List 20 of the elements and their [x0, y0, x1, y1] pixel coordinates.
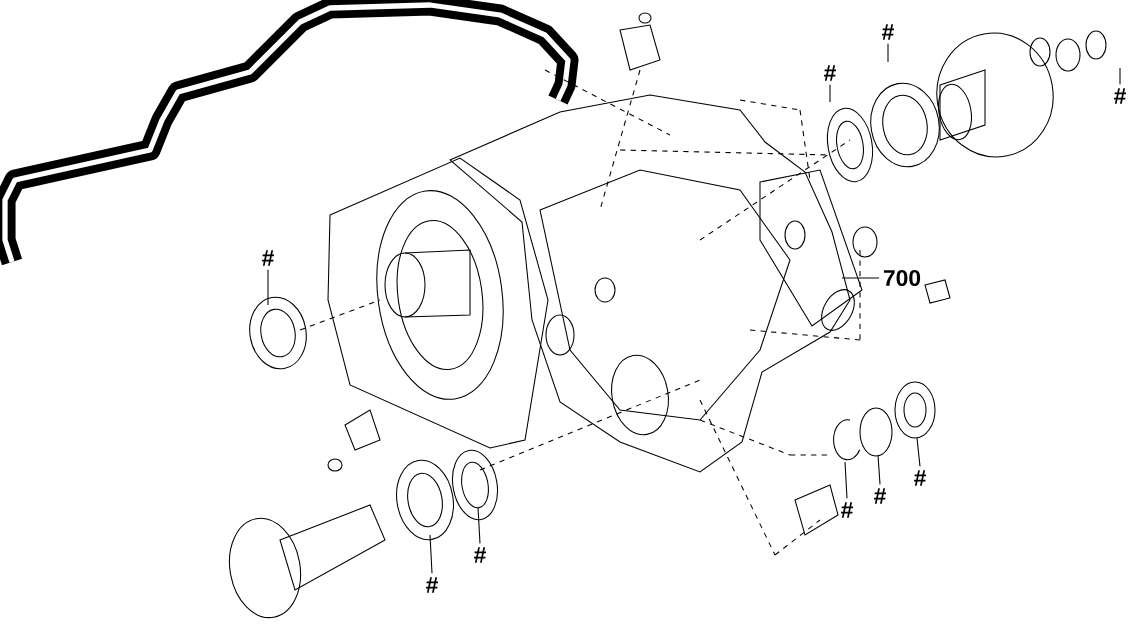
callout-number: #	[262, 250, 274, 266]
leader-line	[829, 84, 831, 103]
callout-number: #	[824, 65, 836, 81]
callout-number: #	[841, 502, 853, 518]
callout-number: #	[874, 488, 886, 504]
leader-line	[916, 437, 921, 467]
callout-number: #	[914, 470, 926, 486]
leader-line	[844, 461, 848, 499]
leader-line	[887, 43, 889, 63]
leader-line	[877, 454, 881, 485]
callout-number: 700	[883, 269, 921, 287]
callout-number: #	[426, 577, 438, 593]
leader-line	[1119, 67, 1121, 85]
leader-line	[477, 507, 481, 544]
leader-line	[841, 277, 880, 279]
leader-line	[267, 269, 269, 306]
callout-number: #	[882, 24, 894, 40]
callout-number: #	[1114, 88, 1126, 104]
callout-number: #	[474, 547, 486, 563]
leader-line	[429, 534, 433, 574]
